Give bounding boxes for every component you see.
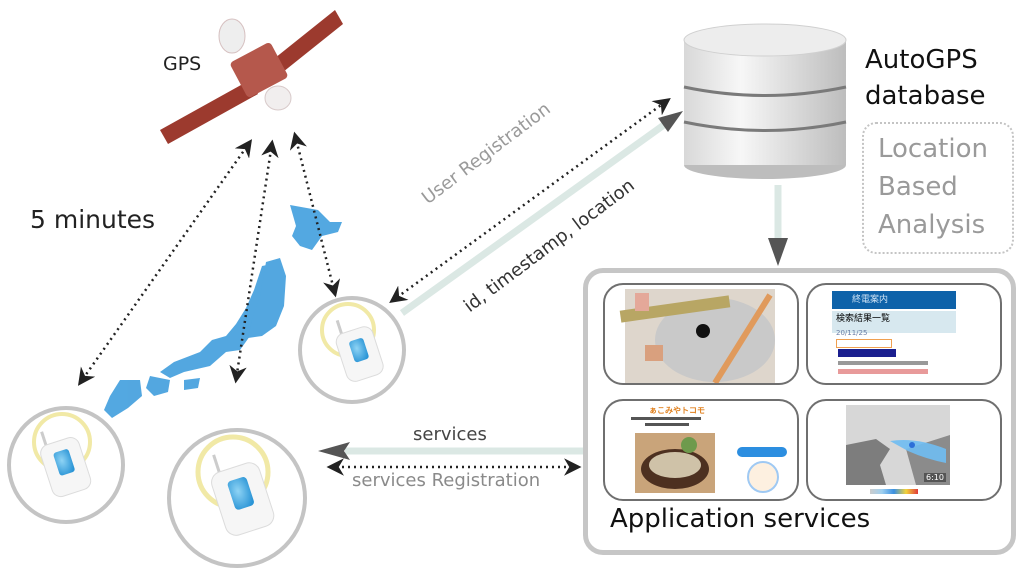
analysis-line2: Based [878, 172, 958, 202]
services-label: services [413, 424, 487, 445]
satellite-icon [160, 10, 343, 144]
db-to-services-arrow [768, 185, 788, 266]
gps-label: GPS [163, 53, 202, 75]
radar-time: 6:10 [924, 473, 946, 482]
mobile-phone-icon [211, 454, 275, 536]
database-title-line1: AutoGPS [865, 45, 978, 75]
phone-center [167, 428, 307, 568]
restaurant-screenshot-icon: ぁこみやトコモ [603, 399, 799, 501]
transit-line2: 20/11/25 [836, 329, 868, 337]
interval-label: 5 minutes [30, 205, 156, 234]
database-title-line2: database [865, 81, 986, 111]
application-services-title: Application services [610, 504, 871, 534]
transit-screenshot-icon: 終電案内 検索結果一覧 20/11/25 [806, 283, 1002, 385]
analysis-line1: Location [878, 134, 988, 164]
application-services-box: 終電案内 検索結果一覧 20/11/25 ぁこみやトコモ 6: [583, 268, 1016, 555]
mobile-phone-icon [40, 431, 92, 498]
gps-signal-arrows [77, 131, 341, 386]
transit-line1: 検索結果一覧 [836, 314, 891, 324]
map-screenshot-icon [603, 283, 799, 385]
japan-map-icon [104, 205, 342, 418]
phone-left [7, 406, 125, 524]
mobile-phone-icon [335, 319, 384, 382]
phone-right [298, 296, 406, 404]
analysis-box [862, 122, 1014, 254]
analysis-line3: Analysis [878, 210, 986, 240]
database-icon [683, 23, 847, 179]
services-registration-label: services Registration [352, 470, 541, 491]
database-title: AutoGPS database [865, 42, 986, 114]
weather-radar-icon: 6:10 [806, 399, 1002, 501]
restaurant-header: ぁこみやトコモ [649, 406, 705, 415]
analysis-text: Location Based Analysis [878, 130, 988, 244]
services-arrow [318, 442, 583, 460]
transit-header: 終電案内 [832, 291, 956, 309]
